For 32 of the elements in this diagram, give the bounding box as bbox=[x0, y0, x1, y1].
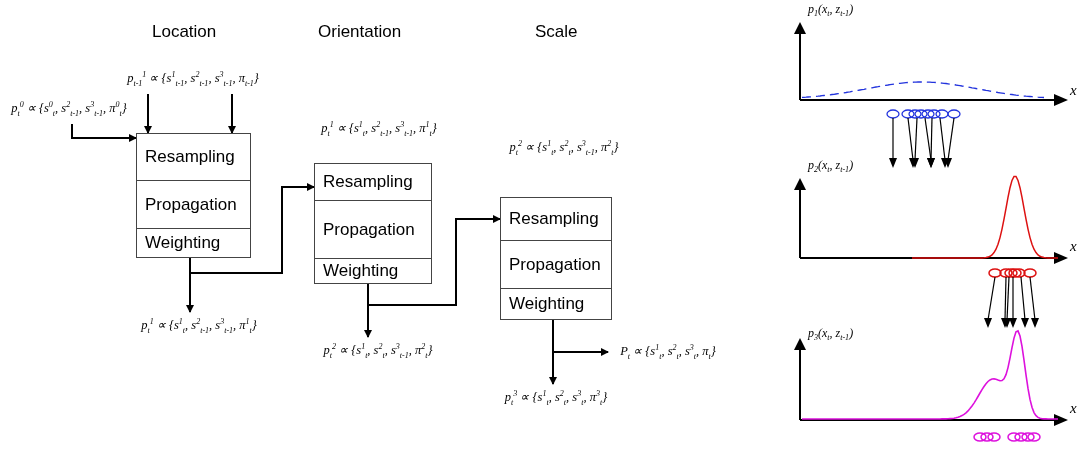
axis-label: x bbox=[1070, 400, 1077, 417]
formula: p$_{t}$$^{3}$ ∝ {s$^{1}$$_{t}$, s$^{2}$$_{t}$, s$^{3}$$_{t}$, π$^{3}$$_{t}$} bbox=[490, 384, 622, 412]
axis-label: x bbox=[1070, 82, 1077, 99]
process-step-box: Propagation bbox=[500, 240, 612, 289]
process-step-box: Resampling bbox=[500, 197, 612, 241]
formula: p$_{t}$$^{1}$ ∝ {s$^{1}$$_{t}$, s$^{2}$$_{t-1}$, s$^{3}$$_{t-1}$, π$^{1}$$_{t}$} bbox=[320, 119, 438, 140]
arrow bbox=[228, 93, 236, 134]
formula: p$_{t}$$^{2}$ ∝ {s$^{1}$$_{t}$, s$^{2}$$_{t}$, s$^{3}$$_{t-1}$, π$^{2}$$_{t}$} bbox=[310, 337, 446, 365]
arrow bbox=[549, 319, 557, 385]
process-step-box: Resampling bbox=[314, 163, 432, 201]
arrow bbox=[367, 215, 501, 306]
axis-label: x bbox=[1070, 238, 1077, 255]
stage-title: Orientation bbox=[318, 22, 402, 42]
process-step-box: Propagation bbox=[314, 200, 432, 259]
axis-label: p$_{3}$(x$_{t}$, z$_{t-1}$) bbox=[808, 326, 854, 343]
process-step-box: Resampling bbox=[136, 133, 251, 181]
arrow bbox=[144, 93, 152, 134]
formula: p$_{t}$$^{2}$ ∝ {s$^{1}$$_{t}$, s$^{2}$$_{t}$, s$^{3}$$_{t-1}$, π$^{2}$$_{t}$} bbox=[508, 138, 620, 159]
axis-label: p$_{1}$(x$_{t}$, z$_{t-1}$) bbox=[808, 2, 854, 19]
process-step-box: Weighting bbox=[500, 288, 612, 320]
stage-title: Scale bbox=[535, 22, 578, 42]
process-step-box: Propagation bbox=[136, 180, 251, 229]
formula: p$_{t}$$^{1}$ ∝ {s$^{1}$$_{t}$, s$^{2}$$_{t-1}$, s$^{3}$$_{t-1}$, π$^{1}$$_{t}$} bbox=[130, 312, 268, 340]
process-step-box: Weighting bbox=[136, 228, 251, 258]
stage-title: Location bbox=[152, 22, 217, 42]
formula: P$_{t}$ ∝ {s$^{1}$$_{t}$, s$^{2}$$_{t}$, s$^{3}$$_{t}$, π$_{t}$} bbox=[608, 338, 728, 366]
arrow bbox=[189, 183, 315, 274]
formula: p$_{t-1}$$^{1}$ ∝ {s$^{1}$$_{t-1}$, s$^{2}$$_{t-1}$, s$^{3}$$_{t-1}$, π$_{t-1}$} bbox=[112, 64, 274, 94]
axis-label: p$_{2}$(x$_{t}$, z$_{t-1}$) bbox=[808, 158, 854, 175]
arrow bbox=[71, 123, 137, 142]
formula: p$_{t}$$^{0}$ ∝ {s$^{0}$$_{t}$, s$^{2}$$_{t-1}$, s$^{3}$$_{t-1}$, π$^{0}$$_{t}$} bbox=[2, 94, 136, 124]
process-step-box: Weighting bbox=[314, 258, 432, 284]
